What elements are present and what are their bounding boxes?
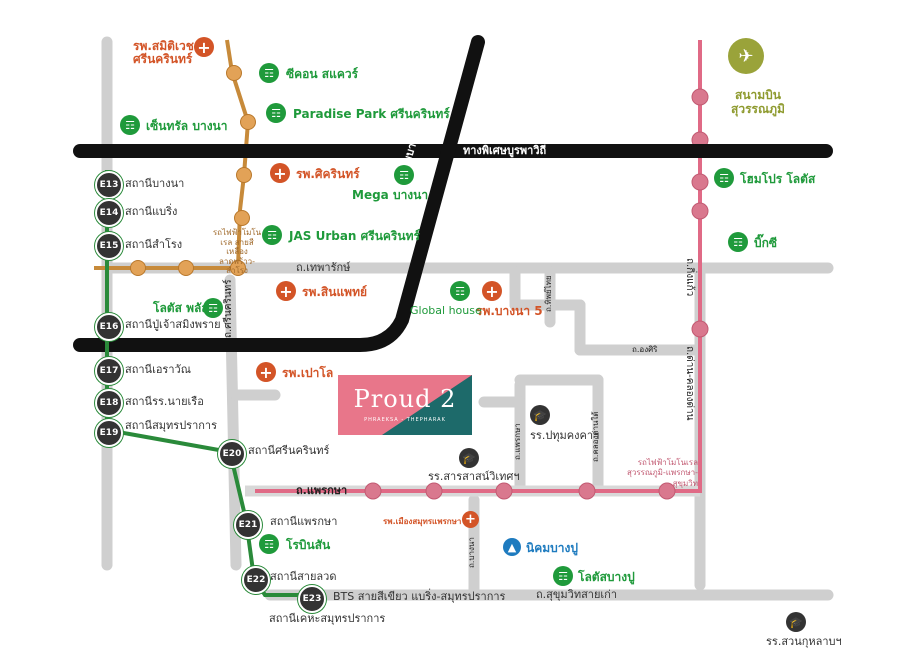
basket-icon: ☶ <box>266 103 286 123</box>
station-name-e20: สถานีศรีนครินทร์ <box>248 444 330 457</box>
hospital-paolo-label: รพ.เปาโล <box>282 366 334 380</box>
station-name-e21: สถานีแพรกษา <box>270 515 338 528</box>
hospital-icon: + <box>256 362 276 382</box>
project-logo: Proud 2 PHRAEKSA - THEPHARAK <box>338 375 472 435</box>
hospital-icon: + <box>482 281 502 301</box>
place-bigc: บิ๊กซี <box>754 236 778 250</box>
basket-icon: ☶ <box>394 165 414 185</box>
road-label-thepharak: ถ.เทพารักษ์ <box>296 261 351 274</box>
place-lotus-bangpu: โลตัสบางปู <box>578 570 635 584</box>
basket-icon: ☶ <box>262 225 282 245</box>
basket-icon: ☶ <box>714 168 734 188</box>
place-jas: JAS Urban ศรีนครินทร์ <box>289 229 420 243</box>
basket-icon: ☶ <box>259 534 279 554</box>
hospital-icon: + <box>194 37 214 57</box>
place-robinson: โรบินสัน <box>286 538 331 552</box>
station-badge-e21: E21 <box>234 511 262 539</box>
expressway-bangna <box>73 35 485 352</box>
station-name-e17: สถานีเอราวัณ <box>125 363 191 376</box>
school-icon: 🎓 <box>786 612 806 632</box>
station-badge-e16: E16 <box>95 313 123 341</box>
logo-triangle <box>382 375 472 435</box>
place-homepro: โฮมโปร โลตัส <box>740 172 816 186</box>
bts-line-label: BTS สายสีเขียว แบริ่ง-สมุทรปราการ <box>333 590 506 603</box>
airplane-icon: ✈ <box>728 38 764 74</box>
station-name-e14: สถานีแบริ่ง <box>125 205 178 218</box>
place-central: เซ็นทรัล บางนา <box>146 119 228 133</box>
road-label-phraeksa-alley: ถ.แพรกษา <box>513 423 522 460</box>
school-icon: 🎓 <box>459 448 479 468</box>
station-badge-e22: E22 <box>242 566 270 594</box>
project-subtitle: PHRAEKSA - THEPHARAK <box>364 417 446 423</box>
station-badge-e19: E19 <box>95 419 123 447</box>
school-suankularb: รร.สวนกุหลาบฯ <box>766 635 842 648</box>
station-badge-e20: E20 <box>218 440 246 468</box>
place-mega: Mega บางนา <box>352 188 429 202</box>
temple-icon: ▲ <box>503 538 521 556</box>
place-seacon: ซีคอน สแควร์ <box>286 67 359 81</box>
project-title: Proud 2 <box>353 385 457 413</box>
hospital-icon: + <box>276 281 296 301</box>
hospital-icon: + <box>270 163 290 183</box>
station-name-e22: สถานีสายลวด <box>270 570 337 583</box>
station-name-e15: สถานีสำโรง <box>125 238 183 251</box>
basket-icon: ☶ <box>120 115 140 135</box>
station-badge-e15: E15 <box>95 232 123 260</box>
school-pathum: รร.ปทุมคงคาฯ <box>530 429 600 442</box>
school-icon: 🎓 <box>530 405 550 425</box>
basket-icon: ☶ <box>728 232 748 252</box>
road-label-ao: ถ.องศิริ <box>632 345 658 354</box>
pink-line-label: รถไฟฟ้าโมโนเรล สุวรรณภูมิ-แพรกษา-สุขุมวิ… <box>626 458 698 488</box>
station-badge-e13: E13 <box>95 171 123 199</box>
school-sarasas: รร.สารสาสน์วิเทศฯ <box>428 470 520 483</box>
place-global: Global house <box>410 304 482 317</box>
road-label-burapha: ทางพิเศษบูรพาวิถี <box>463 144 547 157</box>
place-airport: สนามบิน สุวรรณภูมิ <box>731 88 785 117</box>
station-name-e19: สถานีสมุทรปราการ <box>125 419 218 432</box>
road-label-kingkaew: ถ.กิ่งแก้ว <box>684 258 695 297</box>
hospital-icon: + <box>462 511 479 528</box>
hospital-sinphaet-label: รพ.สินแพทย์ <box>302 285 368 299</box>
road-label-thiphai: ถ.ทิพย์ไทย <box>544 275 553 312</box>
yellow-line-label: รถไฟฟ้าโมโนเรล สายสีเหลือง ลาดพร้าว-สำโร… <box>212 228 262 276</box>
basket-icon: ☶ <box>553 566 573 586</box>
station-name-e23: สถานีเคหะสมุทรปราการ <box>269 612 386 625</box>
station-name-e13: สถานีบางนา <box>125 177 185 190</box>
hospital-bangna5-label: รพ.บางนา 5 <box>476 304 543 318</box>
station-badge-e14: E14 <box>95 199 123 227</box>
road-label-phraeksa: ถ.แพรกษา <box>296 484 348 497</box>
hospital-muang-label: รพ.เมืองสมุทรแพรกษา <box>383 517 462 526</box>
station-name-e18: สถานีรร.นายเรือ <box>125 395 204 408</box>
road-label-sukhumvit: ถ.สุขุมวิทสายเก่า <box>536 588 618 601</box>
hospital-samitivej-label: รพ.สมิติเวช ศรีนครินทร์ <box>133 39 194 67</box>
station-name-e16: สถานีปู่เจ้าสมิงพราย <box>125 318 221 331</box>
station-badge-e23: E23 <box>298 585 326 613</box>
place-lotus-plus: โลตัส พลัส <box>153 301 209 315</box>
place-paradise: Paradise Park ศรีนครินทร์ <box>293 107 450 121</box>
place-temple: นิคมบางปู <box>526 541 578 555</box>
basket-icon: ☶ <box>259 63 279 83</box>
road-label-samrong-klong: ถ.ด่าน-คลองด่าน <box>684 346 695 421</box>
hospital-srinakarin-label: รพ.ศิครินทร์ <box>296 167 360 181</box>
station-badge-e18: E18 <box>95 389 123 417</box>
road-label-bangna-old: ถ.บางนา <box>467 537 476 568</box>
road-label-srinakarin: ถ.ศรีนครินทร์ <box>223 279 234 338</box>
basket-icon: ☶ <box>203 298 223 318</box>
basket-icon: ☶ <box>450 281 470 301</box>
station-badge-e17: E17 <box>95 357 123 385</box>
